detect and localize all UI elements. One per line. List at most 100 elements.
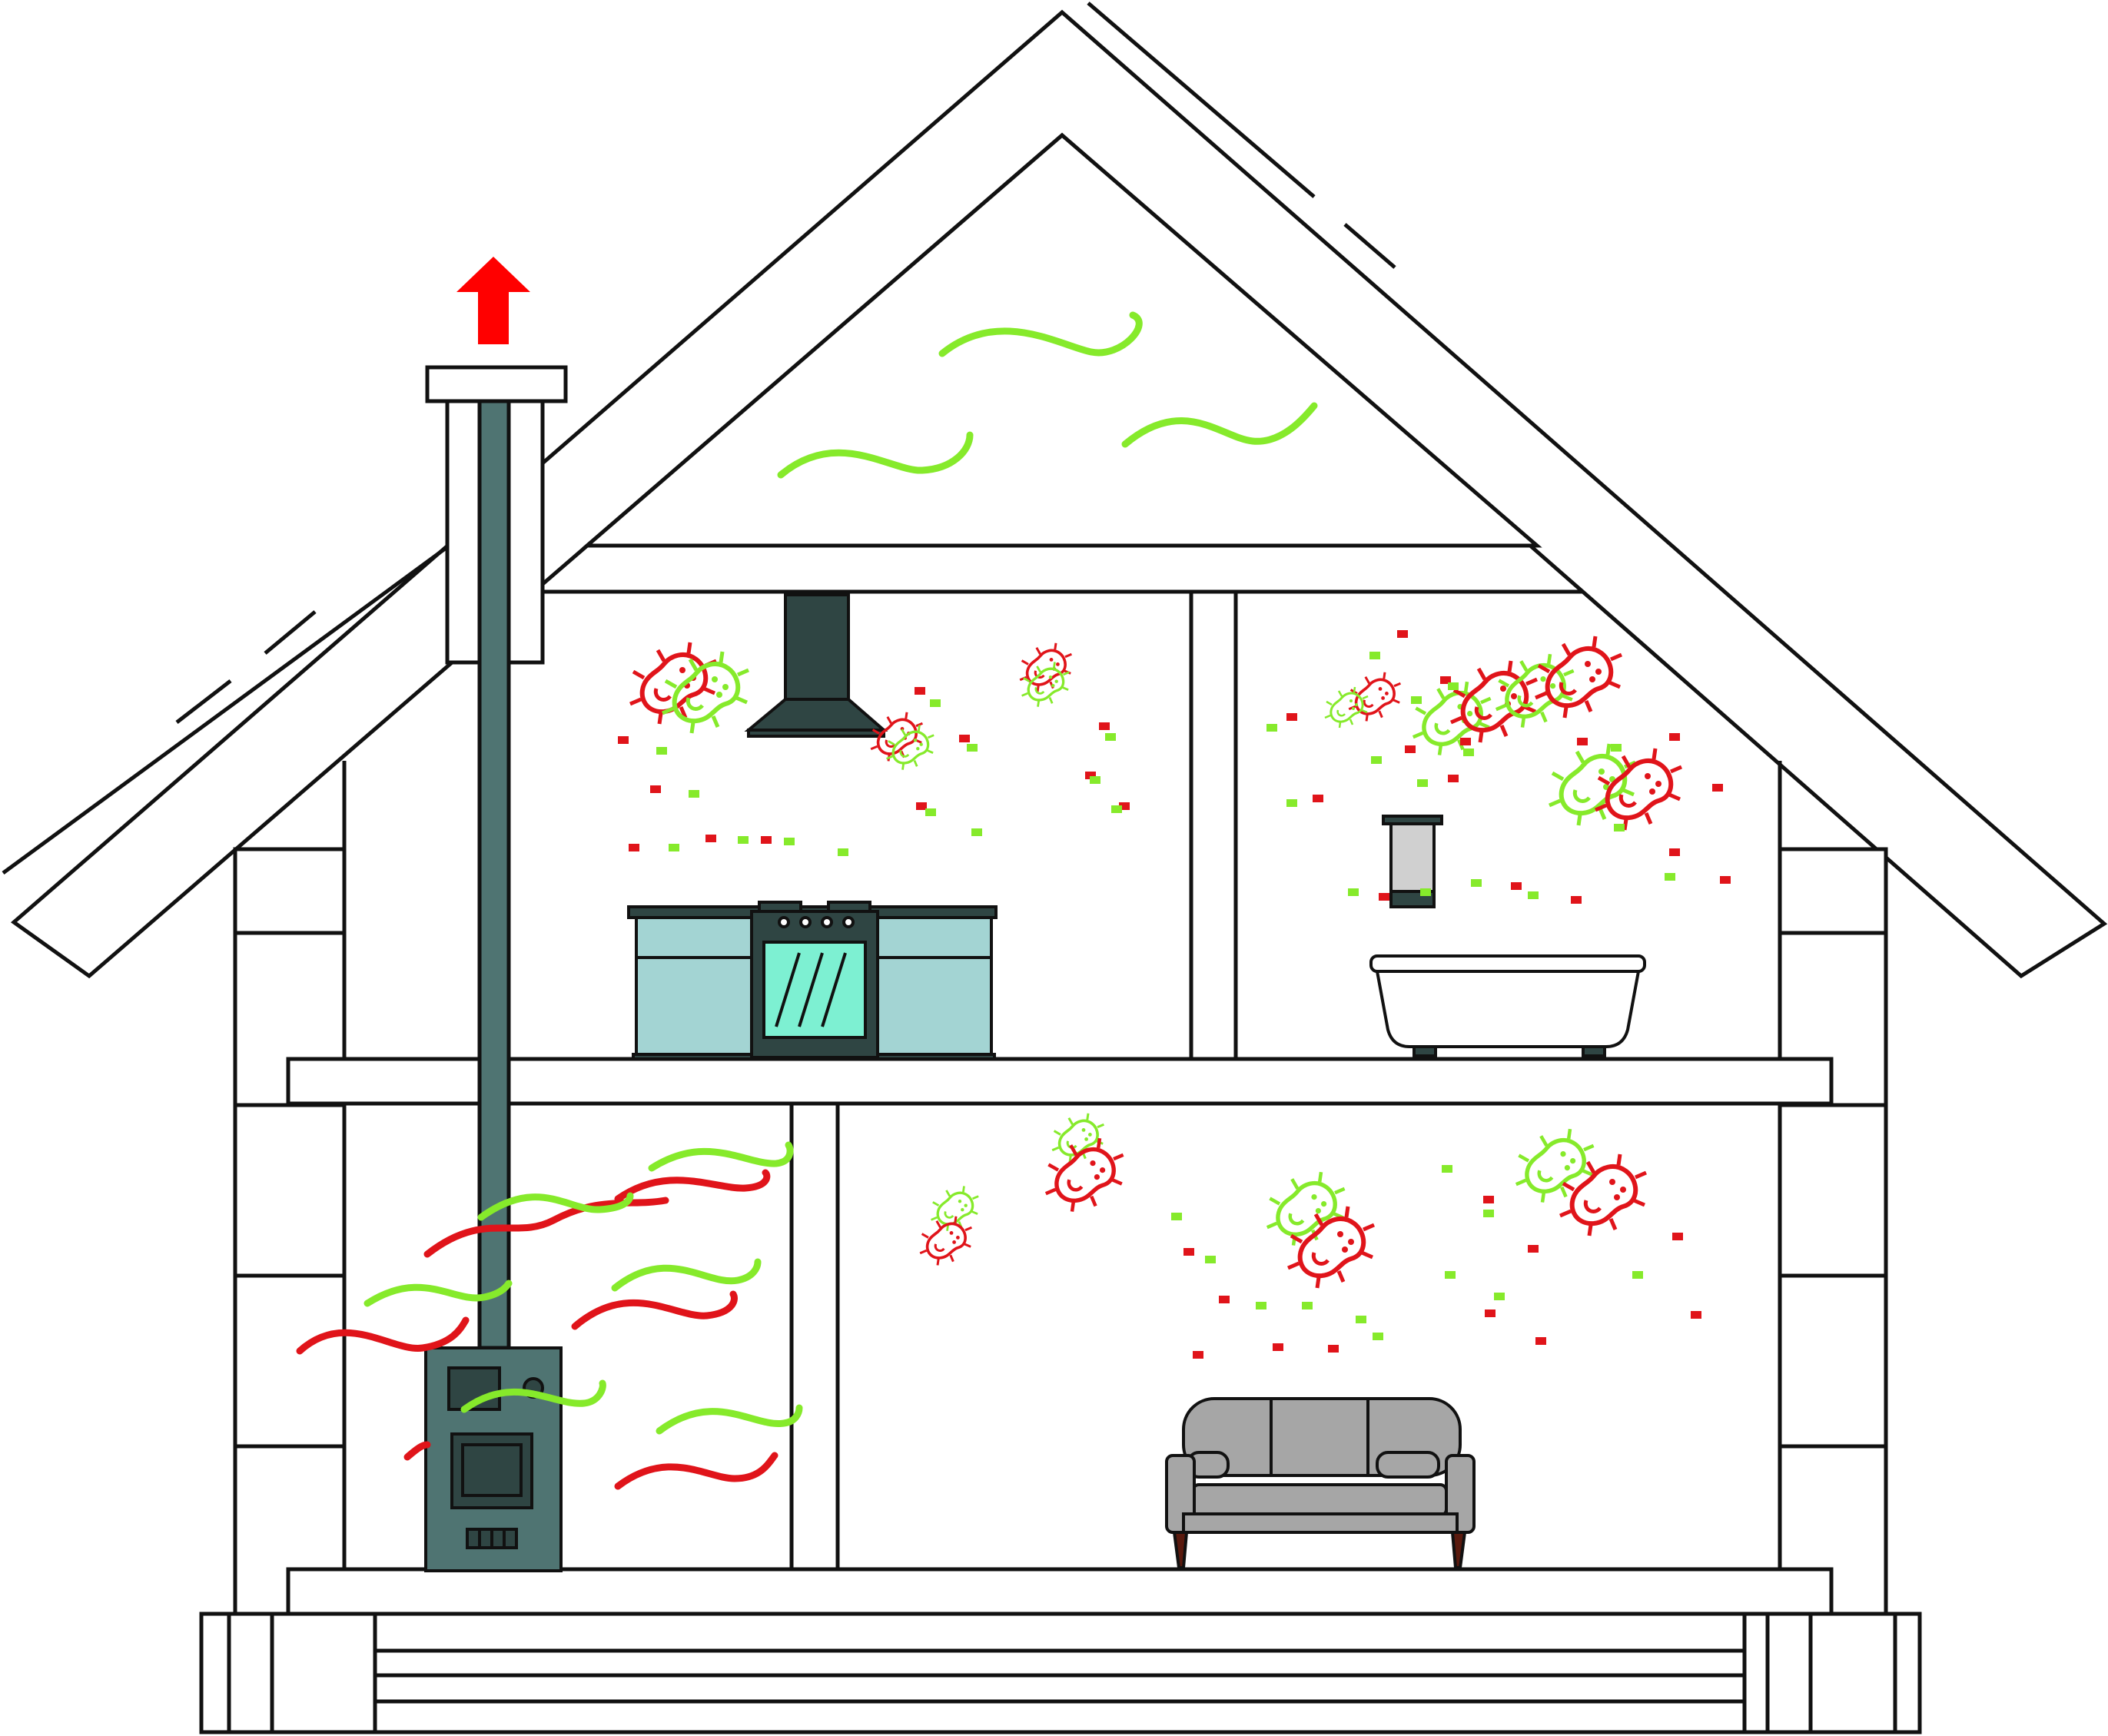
- bathroom-exhaust-fan: [1382, 815, 1443, 908]
- pollutant-particle: [916, 802, 927, 810]
- pollutant-particle: [1712, 784, 1723, 792]
- pollutant-wave: [614, 1452, 778, 1490]
- clean-particle: [1373, 1333, 1383, 1340]
- bathtub: [1369, 954, 1646, 1057]
- clean-particle: [1356, 1316, 1366, 1323]
- up-arrow-icon: [456, 257, 530, 344]
- pollutant-particle: [1183, 1248, 1194, 1256]
- clean-particle: [1442, 1165, 1452, 1173]
- pollutant-wave: [296, 1316, 470, 1355]
- bacteria-icon: [885, 723, 935, 772]
- range-hood: [744, 593, 888, 738]
- clean-particle: [1483, 1210, 1494, 1217]
- clean-particle: [1632, 1271, 1643, 1279]
- pollutant-particle: [1720, 876, 1731, 884]
- clean-air-wave: [938, 311, 1143, 357]
- clean-air-wave: [364, 1280, 513, 1307]
- pollutant-particle: [650, 785, 661, 793]
- pollutant-particle: [1448, 775, 1459, 782]
- pollutant-wave: [423, 1197, 669, 1258]
- clean-particle: [838, 848, 848, 856]
- bacteria-icon: [1595, 749, 1681, 830]
- clean-particle: [656, 747, 667, 755]
- pollutant-particle: [1483, 1196, 1494, 1203]
- pollutant-particle: [1511, 882, 1522, 890]
- clean-particle: [689, 790, 699, 798]
- oven: [750, 901, 879, 1059]
- pollutant-particle: [959, 735, 970, 742]
- pollutant-particle: [705, 835, 716, 842]
- pollutant-particle: [1273, 1343, 1283, 1351]
- pollutant-particle: [1313, 795, 1323, 802]
- clean-particle: [1205, 1256, 1216, 1263]
- bacteria-icon: [869, 710, 925, 763]
- clean-particle: [1420, 888, 1431, 896]
- clean-particle: [925, 808, 936, 816]
- clean-particle: [1411, 696, 1422, 704]
- clean-particle: [1111, 805, 1122, 813]
- clean-particle: [1256, 1302, 1266, 1309]
- clean-particle: [738, 836, 749, 844]
- clean-particle: [971, 828, 982, 836]
- pollutant-particle: [1099, 722, 1110, 730]
- pollutant-particle: [1328, 1345, 1339, 1353]
- clean-particle: [1090, 776, 1100, 784]
- pollutant-particle: [1460, 738, 1471, 745]
- roof-edge-line-left-1: [2, 540, 455, 875]
- lower-partition-wall: [789, 1101, 840, 1572]
- upper-partition-wall: [1189, 589, 1238, 1061]
- pollutant-particle: [1405, 745, 1416, 753]
- clean-particle: [1665, 873, 1675, 881]
- wall-pier-right: [1778, 847, 1888, 1620]
- pollutant-wave: [571, 1290, 738, 1330]
- clean-air-wave: [648, 1141, 794, 1172]
- pollutant-particle: [618, 736, 629, 744]
- pollutant-particle: [1219, 1296, 1230, 1303]
- bacteria-icon: [662, 652, 749, 733]
- pollutant-particle: [1440, 676, 1451, 684]
- pollutant-particle: [1286, 713, 1297, 721]
- pollutant-particle: [1672, 1233, 1683, 1240]
- wood-stove: [424, 1346, 563, 1572]
- clean-particle: [1614, 824, 1625, 831]
- wall-pier-left: [233, 847, 347, 1620]
- pollutant-particle: [915, 687, 925, 695]
- clean-particle: [1417, 779, 1428, 787]
- bacteria-icon: [918, 1215, 974, 1267]
- particle-cluster: [618, 630, 1731, 1359]
- pollutant-particle: [1485, 1309, 1496, 1317]
- bacteria-icon: [1267, 1172, 1345, 1245]
- clean-particle: [1105, 733, 1116, 741]
- clean-particle: [967, 744, 978, 752]
- clean-particle: [1463, 749, 1474, 756]
- clean-particle: [1445, 1271, 1456, 1279]
- clean-air-wave: [1121, 402, 1318, 448]
- clean-particle: [1494, 1293, 1505, 1300]
- clean-air-wave: [777, 431, 974, 479]
- clean-air-wave: [460, 1379, 606, 1413]
- bacteria-icon: [1560, 1154, 1646, 1236]
- pollutant-particle: [1577, 738, 1588, 745]
- pollutant-particle: [1119, 802, 1130, 810]
- roof-edge-dash-1: [1343, 223, 1396, 269]
- foundation-base: [373, 1612, 1747, 1734]
- clean-particle: [1471, 879, 1482, 887]
- pollutant-particle: [761, 836, 772, 844]
- pollutant-wave: [614, 1169, 771, 1203]
- clean-air-wave: [611, 1258, 762, 1292]
- pollutant-particle: [1669, 848, 1680, 856]
- pollutant-particle: [1379, 893, 1389, 901]
- pollutant-wave: [403, 1441, 431, 1461]
- clean-particle: [1528, 891, 1539, 899]
- bacteria-icon: [1549, 744, 1635, 825]
- roof-edge-dash-3: [175, 679, 232, 724]
- pollutant-particle: [1535, 1337, 1546, 1345]
- clean-air-wave: [477, 1192, 634, 1221]
- foundation-block-right: [1742, 1612, 1922, 1734]
- pollutant-particle: [1528, 1245, 1539, 1253]
- ground-floor-slab: [286, 1567, 1834, 1616]
- pollutant-particle: [1397, 630, 1408, 638]
- pollutant-particle: [629, 844, 639, 851]
- bacteria-icon: [1288, 1207, 1374, 1288]
